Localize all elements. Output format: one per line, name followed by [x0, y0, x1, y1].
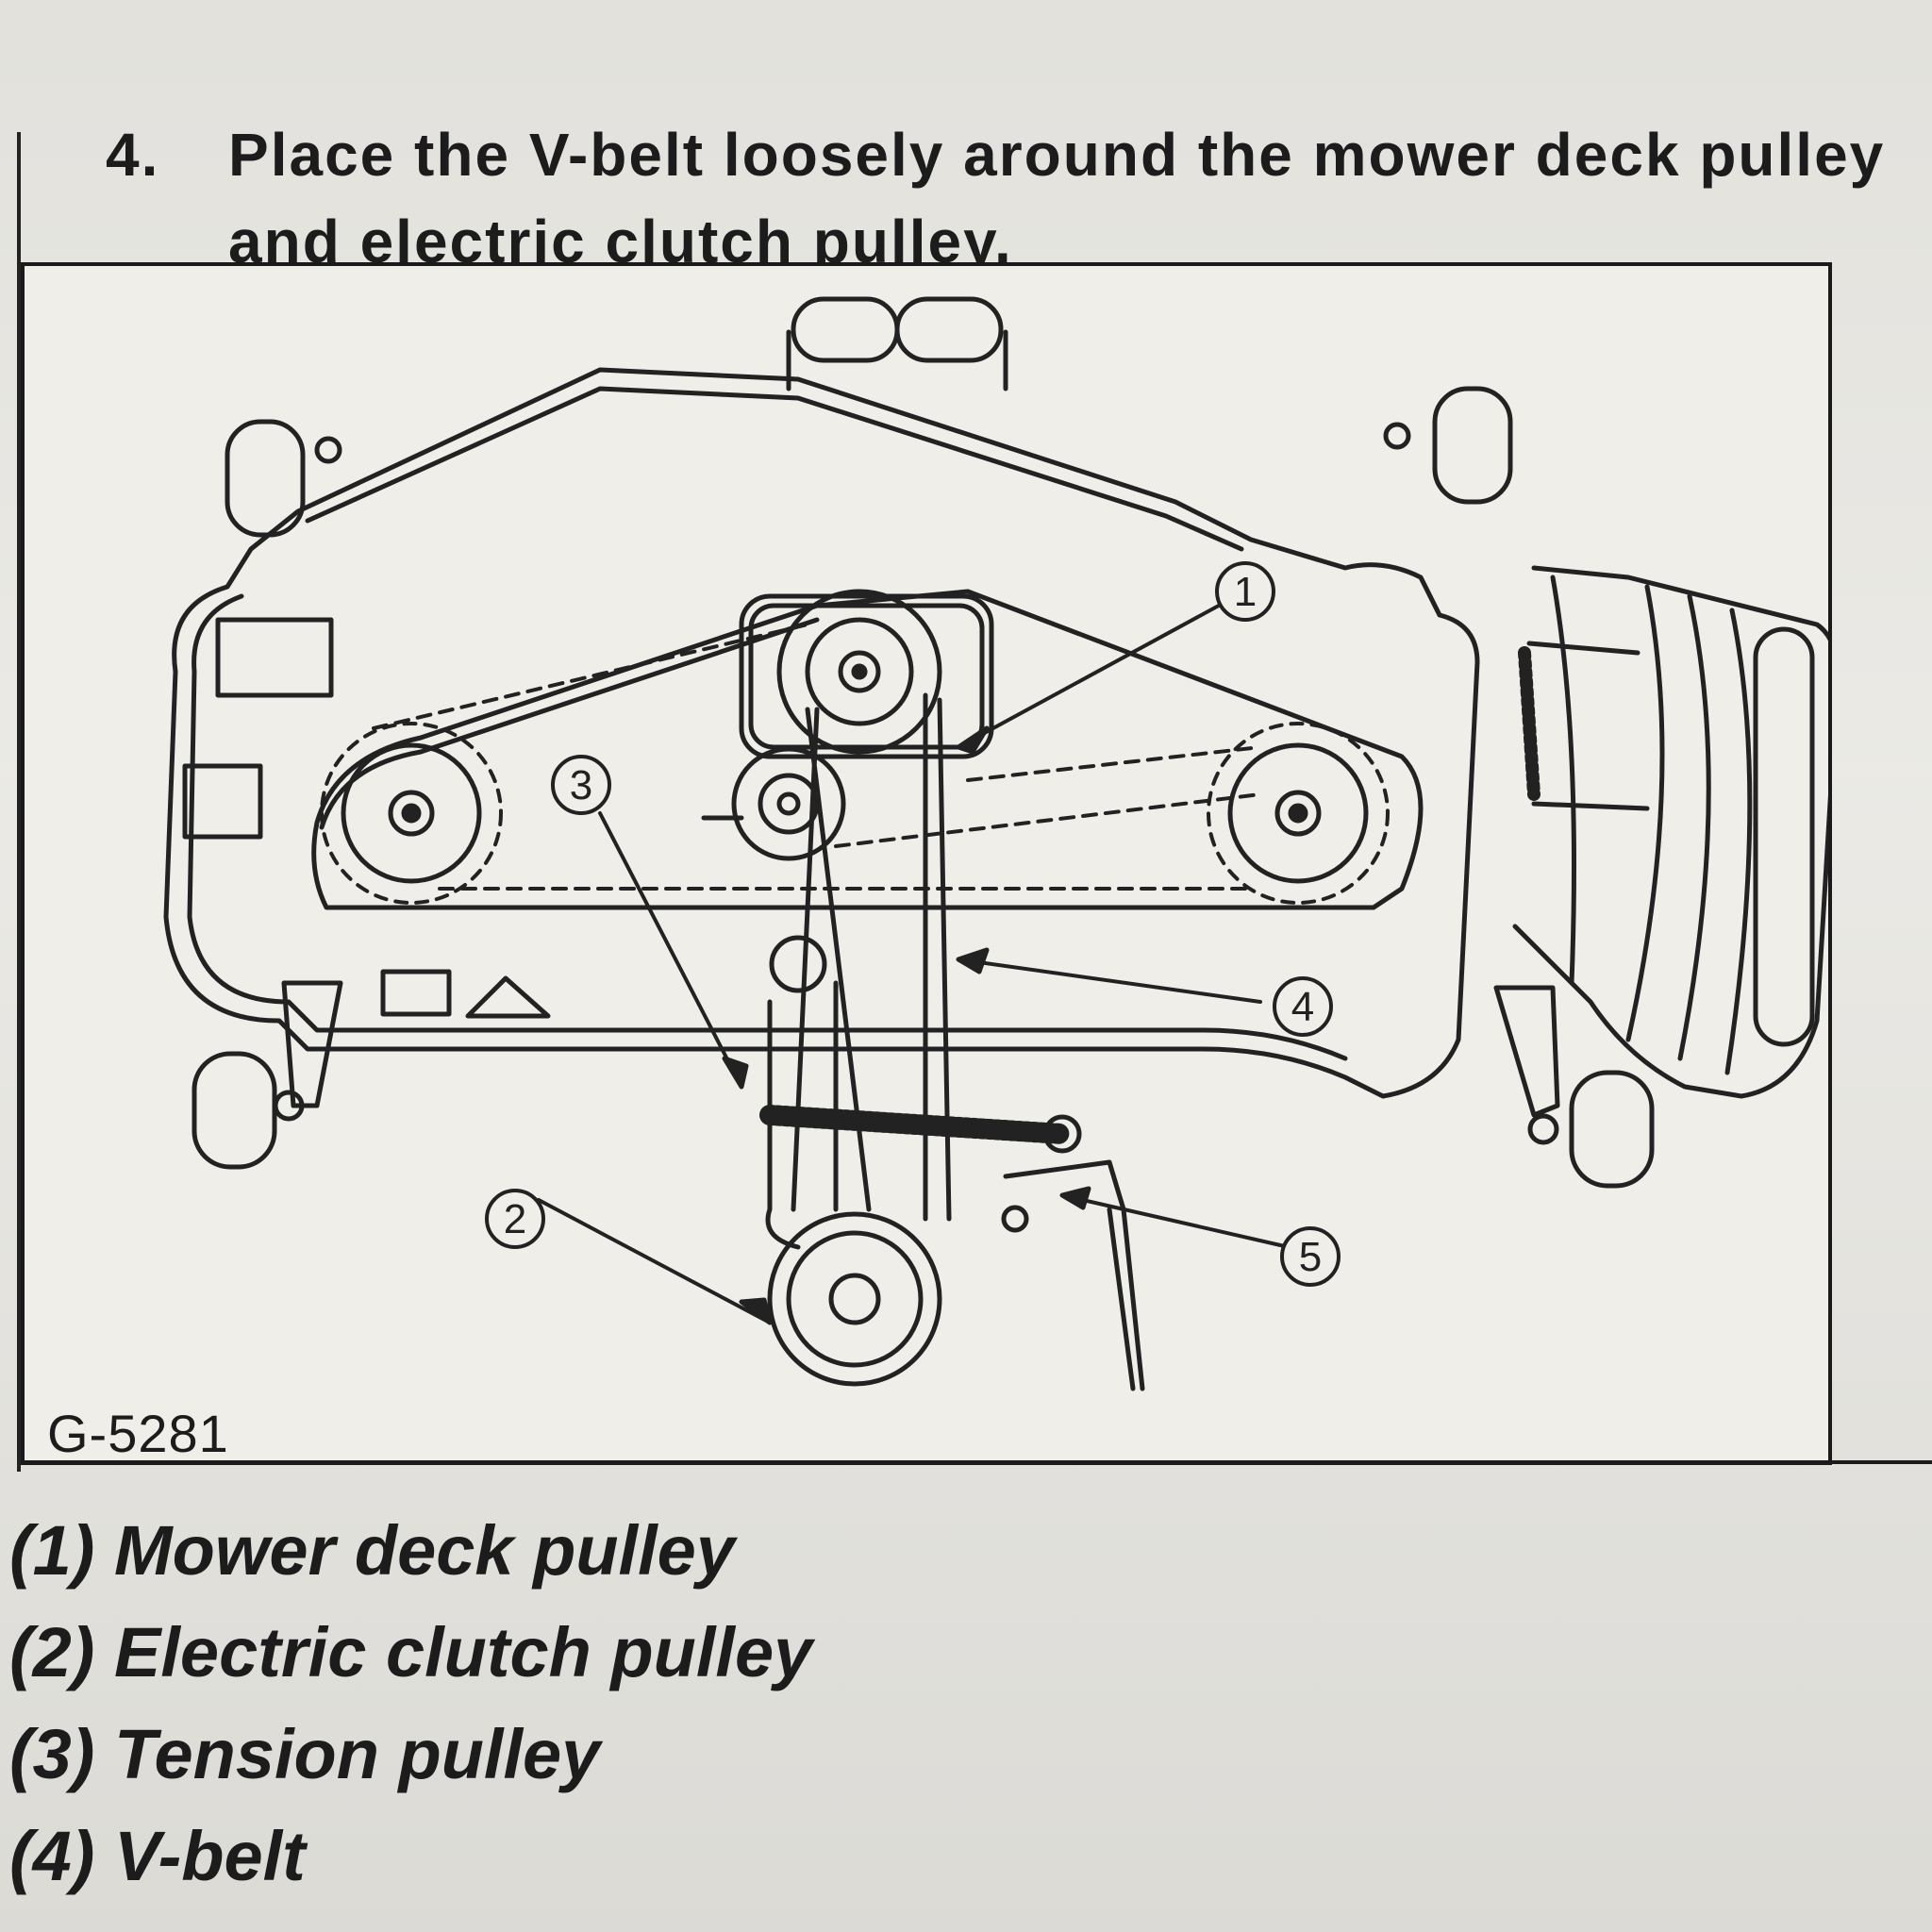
leader-line-2 — [537, 1198, 772, 1324]
callout-1-circle — [1215, 561, 1275, 622]
gauge-wheel-rear-right — [1569, 1070, 1655, 1189]
legend-item: (1) Mower deck pulley — [9, 1511, 735, 1590]
legend-item: (4) V-belt — [9, 1817, 306, 1895]
step-text: Place the V-belt loosely around the mowe… — [228, 121, 1886, 275]
leader-line-5 — [1060, 1193, 1291, 1249]
pulley-cover — [311, 589, 1424, 910]
gauge-wheel-front-left — [225, 419, 306, 538]
leader-line-4 — [957, 958, 1262, 1004]
legend-item: (3) Tension pulley — [9, 1715, 601, 1793]
leader-line-3 — [598, 811, 743, 1089]
callout-1: 1 — [1234, 569, 1257, 615]
left-spindle-pulley — [341, 742, 482, 884]
callout-5: 5 — [1299, 1234, 1322, 1280]
margin-rule — [17, 132, 21, 1472]
gauge-wheel-rear-left — [192, 1051, 277, 1170]
callout-2: 2 — [504, 1196, 526, 1242]
warning-label-square — [380, 969, 452, 1017]
figure-bottom-rule — [21, 1460, 1932, 1464]
deck-top-rim — [305, 386, 1244, 552]
callout-4-circle — [1273, 976, 1333, 1037]
v-belt — [791, 692, 952, 1222]
tension-spring — [759, 1105, 1073, 1144]
warning-label-triangle — [465, 975, 551, 1019]
deck-belt — [372, 623, 1262, 891]
front-roller-left — [791, 296, 900, 363]
mower-deck-pulley — [776, 589, 942, 755]
front-roller-right — [894, 296, 1004, 363]
discharge-chute — [1512, 565, 1828, 1099]
figure-code: G-5281 — [47, 1404, 229, 1463]
callout-5-circle — [1280, 1226, 1341, 1287]
legend-item: (2) Electric clutch pulley — [9, 1613, 813, 1691]
step-number: 4. — [106, 121, 160, 189]
tension-pulley — [731, 746, 846, 861]
callout-3-circle — [551, 755, 611, 815]
deck-outline — [163, 367, 1480, 1099]
leader-line-1 — [957, 599, 1229, 749]
electric-clutch-pulley — [767, 1211, 942, 1387]
callout-4: 4 — [1291, 984, 1314, 1030]
mower-deck-diagram: 1 2 3 4 5 — [163, 296, 1828, 1391]
gauge-wheel-front-right — [1432, 386, 1513, 505]
callout-2-circle — [485, 1189, 545, 1249]
right-spindle-pulley — [1227, 742, 1369, 884]
deck-label-square-1 — [215, 617, 334, 698]
deflector-spring — [1518, 646, 1541, 801]
deck-rim — [187, 593, 1348, 1061]
callout-3: 3 — [570, 762, 592, 808]
mower-deck-figure: 1 2 3 4 5 G-5281 — [21, 262, 1832, 1465]
figure-legend: (1) Mower deck pulley (2) Electric clutc… — [9, 1500, 1802, 1907]
front-roller-bracket — [786, 329, 1008, 391]
deck-label-square-2 — [182, 763, 263, 840]
